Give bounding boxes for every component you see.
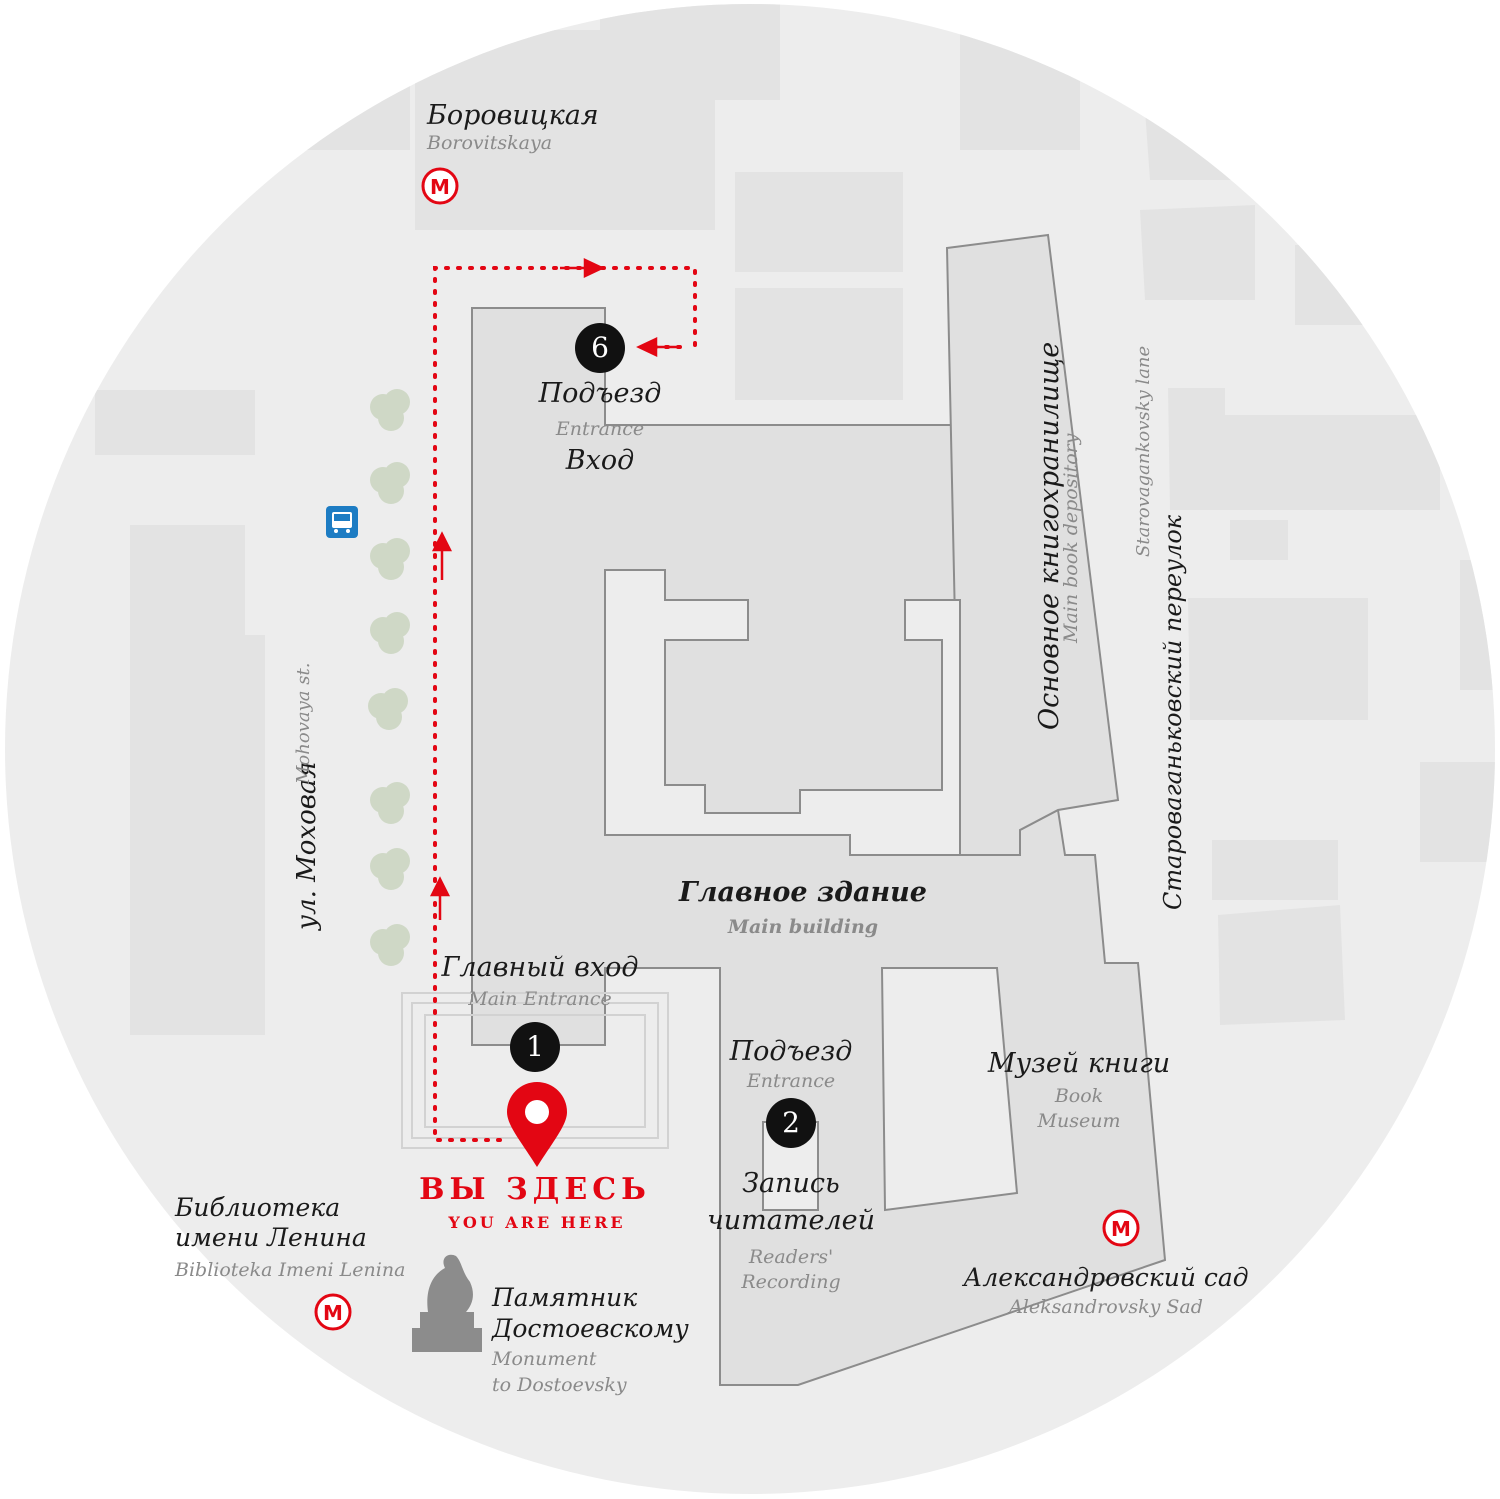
block — [600, 4, 780, 100]
block — [1460, 560, 1495, 690]
block — [1230, 520, 1288, 560]
block — [960, 20, 1080, 150]
you-are-here-label-ru: ВЫ ЗДЕСЬ — [419, 1172, 651, 1207]
block — [1218, 905, 1345, 1025]
svg-text:М: М — [323, 1301, 343, 1325]
readers-label-en-line1: Readers' — [748, 1246, 834, 1268]
entrance-6-marker[interactable]: 6 — [575, 323, 625, 373]
museum-label-en-line2: Museum — [1037, 1110, 1121, 1132]
block — [1168, 388, 1440, 510]
route-arrow-icon — [636, 337, 680, 357]
courtyard — [604, 569, 961, 856]
readers-label-line2: читателей — [706, 1205, 876, 1236]
monument-label-ru-line1: Памятник — [492, 1283, 638, 1312]
starovagankovsky-lane-label-en: Starovagankovsky lane — [1133, 345, 1154, 557]
block — [95, 390, 255, 455]
block — [290, 55, 410, 150]
route-arrow-icon — [429, 876, 451, 920]
block — [525, 170, 625, 230]
borovitskaya-label-en: Borovitskaya — [427, 132, 553, 154]
main-building-label-ru: Главное здание — [679, 877, 927, 908]
block — [1295, 245, 1455, 325]
location-pin-icon — [507, 1082, 567, 1167]
main-building-label-en: Main building — [727, 916, 879, 938]
block — [1188, 598, 1368, 720]
borovitskaya-label-ru: Боровицкая — [427, 100, 599, 131]
entrance-6-label-en: Entrance — [555, 418, 645, 440]
bus-stop-icon — [326, 506, 358, 538]
entrance-2-label-en: Entrance — [746, 1070, 836, 1092]
monument-label-en-line1: Monument — [492, 1348, 597, 1370]
entrance-2-label-ru: Подъезд — [729, 1036, 853, 1067]
mokhovaya-street-label-en: Mohovaya st. — [293, 662, 314, 784]
you-are-here-label-en: YOU ARE HERE — [448, 1213, 626, 1232]
monument-label-en-line2: to Dostoevsky — [492, 1374, 627, 1396]
block — [735, 172, 903, 272]
main-entrance-label-en: Main Entrance — [468, 988, 612, 1010]
block — [1140, 205, 1255, 300]
block — [1420, 762, 1495, 862]
museum-label-ru: Музей книги — [987, 1048, 1171, 1079]
block — [1212, 840, 1338, 900]
readers-label-en-line2: Recording — [741, 1271, 841, 1293]
metro-icon: М — [1102, 1209, 1140, 1247]
entrance-1-marker[interactable]: 1 — [510, 1022, 560, 1072]
mokhovaya-street-label-ru: ул. Моховая — [292, 761, 322, 930]
biblioteka-label-ru-line2: имени Ленина — [175, 1223, 367, 1252]
block — [735, 288, 903, 400]
readers-label-line1: Запись — [742, 1168, 840, 1199]
depository-label-en: Main book depository — [1060, 433, 1082, 643]
biblioteka-label-en: Biblioteka Imeni Lenina — [175, 1259, 406, 1281]
monument-label-ru-line2: Достоевскому — [492, 1314, 689, 1343]
tree-icon — [370, 389, 410, 431]
tree-row — [368, 389, 410, 966]
entrance-6-label-bottom: Вход — [565, 445, 635, 476]
courtyards — [604, 569, 1019, 1212]
svg-text:М: М — [430, 175, 450, 199]
metro-icon: М — [421, 167, 459, 205]
route-arrow-icon — [560, 258, 605, 278]
tree-icon — [368, 688, 408, 730]
starovagankovsky-lane-label-ru: Староваганьковский переулок — [1159, 514, 1187, 910]
museum-courtyard — [880, 967, 1019, 1212]
metro-icon: М — [314, 1293, 352, 1331]
depository-shape — [945, 233, 1120, 856]
aleksandrovsky-label-en: Aleksandrovsky Sad — [1009, 1296, 1203, 1318]
biblioteka-label-ru-line1: Библиотека — [175, 1193, 341, 1222]
block — [1145, 90, 1290, 180]
tree-icon — [370, 782, 410, 824]
svg-text:М: М — [1111, 1217, 1131, 1241]
entrance-2-marker[interactable]: 2 — [766, 1098, 816, 1148]
museum-label-en-line1: Book — [1054, 1085, 1104, 1107]
block — [130, 525, 265, 1035]
aleksandrovsky-label-ru: Александровский сад — [963, 1263, 1249, 1292]
route-arrow-icon — [431, 531, 453, 580]
tree-icon — [370, 924, 410, 966]
tree-icon — [370, 848, 410, 890]
main-entrance-label-ru: Главный вход — [441, 952, 639, 983]
tree-icon — [370, 612, 410, 654]
tree-icon — [370, 538, 410, 580]
tree-icon — [370, 462, 410, 504]
entrance-6-label-ru: Подъезд — [538, 378, 662, 409]
monument-icon — [412, 1254, 482, 1352]
